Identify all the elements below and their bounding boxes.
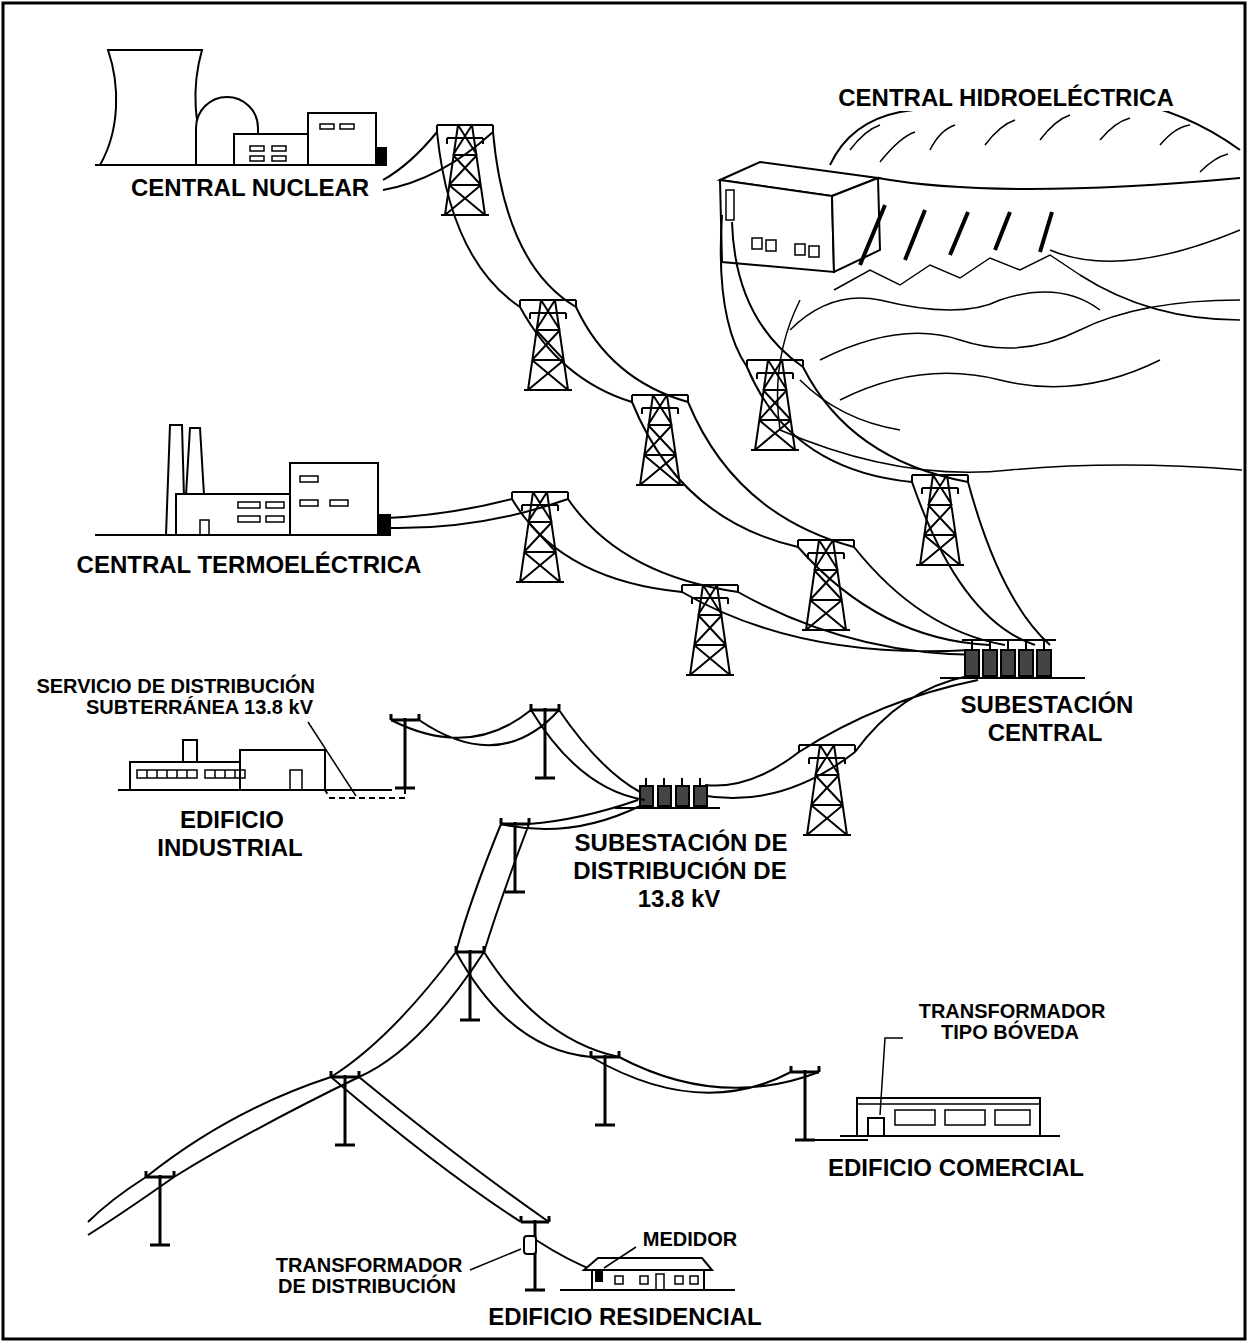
transmission-tower (512, 492, 568, 582)
callout-label: TRANSFORMADOR TIPO BÓVEDA (917, 1000, 1106, 1043)
building-label-box: EDIFICIO INDUSTRIAL (131, 806, 331, 862)
transmission-tower (682, 585, 738, 675)
building-label-box: EDIFICIO COMERCIAL (806, 1154, 1106, 1182)
dam-crest (878, 178, 1240, 189)
transmission-tower (437, 125, 493, 215)
substation-label-box: SUBESTACIÓN DE DISTRIBUCIÓN DE 13.8 kV (555, 829, 805, 913)
plant-building (290, 463, 378, 535)
utility-pole (331, 1071, 359, 1145)
utility-pole (146, 1171, 174, 1245)
transmission-tower (520, 300, 576, 390)
spillway-piers (860, 205, 1052, 265)
industrial-building (118, 722, 405, 798)
transmission-tower (747, 360, 803, 450)
plant-label: CENTRAL HIDROELÉCTRICA (836, 84, 1176, 111)
leader-line (470, 1249, 521, 1270)
utility-pole (456, 946, 484, 1020)
callout-label-box: MEDIDOR (630, 1229, 750, 1250)
distribution-transformer (524, 1236, 536, 1254)
callout-label-box: TRANSFORMADOR DE DISTRIBUCIÓN (263, 1255, 473, 1297)
bushings (646, 778, 700, 786)
meter (596, 1272, 602, 1281)
spillway-edge (834, 255, 1080, 290)
central-substation (940, 640, 1085, 678)
transformer (694, 786, 707, 806)
thermal-plant (95, 425, 390, 535)
substation-label: SUBESTACIÓN CENTRAL (959, 691, 1134, 746)
ground-line (940, 677, 1085, 679)
plant-label: CENTRAL NUCLEAR (129, 174, 371, 201)
transmission-wires (721, 215, 1050, 645)
utility-pole (791, 1066, 819, 1140)
callout-label-box: TRANSFORMADOR TIPO BÓVEDA (906, 1001, 1116, 1043)
underground-service (325, 788, 405, 798)
powerhouse-side (832, 178, 880, 272)
ground-line (615, 807, 720, 809)
building (240, 750, 325, 790)
powerhouse-front (720, 180, 834, 272)
building-label: EDIFICIO INDUSTRIAL (157, 806, 304, 861)
transformer (658, 786, 671, 806)
powerhouse-windows (726, 190, 819, 257)
hydro-plant (720, 99, 1242, 472)
building-label: EDIFICIO RESIDENCIAL (486, 1303, 763, 1330)
water-strokes (850, 115, 1228, 172)
utility-pole (591, 1051, 619, 1125)
vault-transformer (868, 1118, 884, 1136)
leader-line (308, 722, 356, 796)
transformer (640, 786, 653, 806)
building-label-box: EDIFICIO RESIDENCIAL (470, 1303, 780, 1331)
leader-line (880, 1038, 903, 1115)
bushings (962, 640, 1056, 650)
transformer (1037, 650, 1051, 676)
frame (3, 3, 1245, 1339)
transmission-tower (799, 745, 855, 835)
utility-pole (521, 1216, 549, 1290)
plant-label: CENTRAL TERMOELÉCTRICA (75, 551, 424, 578)
plant-building (308, 113, 376, 165)
windows (200, 476, 348, 535)
substation-label: SUBESTACIÓN DE DISTRIBUCIÓN DE 13.8 kV (573, 829, 788, 912)
building-label: EDIFICIO COMERCIAL (826, 1154, 1086, 1181)
callout-label: SERVICIO DE DISTRIBUCIÓN SUBTERRÁNEA 13.… (34, 675, 315, 718)
nuclear-plant (95, 50, 386, 165)
leader-line (604, 1247, 636, 1268)
callout-label: TRANSFORMADOR DE DISTRIBUCIÓN (274, 1254, 463, 1297)
utility-pole (531, 704, 559, 778)
callout-label: MEDIDOR (641, 1228, 739, 1250)
distribution-substation (615, 778, 720, 808)
plant-label-box: CENTRAL TERMOELÉCTRICA (49, 551, 449, 579)
commercial-building (805, 1038, 1060, 1140)
water-flow (778, 230, 1243, 472)
transformer (965, 650, 979, 676)
utility-pole (391, 714, 419, 788)
windows (615, 1274, 698, 1290)
chimney (186, 428, 204, 495)
transformer (1019, 650, 1033, 676)
building (857, 1098, 1040, 1136)
house (592, 1270, 704, 1290)
plant-label-box: CENTRAL HIDROELÉCTRICA (806, 84, 1206, 112)
transmission-tower (632, 395, 688, 485)
transformer (983, 650, 997, 676)
substation-label-box: SUBESTACIÓN CENTRAL (946, 691, 1146, 747)
underground-service (805, 1139, 868, 1141)
windows (137, 770, 302, 790)
roof-box (183, 740, 197, 762)
transformer (376, 148, 386, 165)
transformer (676, 786, 689, 806)
transmission-tower (798, 540, 854, 630)
utility-pole (501, 818, 529, 892)
windows (250, 124, 354, 161)
transformer (1001, 650, 1015, 676)
plant-label-box: CENTRAL NUCLEAR (100, 174, 400, 202)
distribution-wires (88, 710, 819, 1235)
callout-label-box: SERVICIO DE DISTRIBUCIÓN SUBTERRÁNEA 13.… (10, 676, 315, 718)
roof (584, 1258, 712, 1270)
transmission-wires (387, 499, 980, 655)
transmission-tower (912, 475, 968, 565)
